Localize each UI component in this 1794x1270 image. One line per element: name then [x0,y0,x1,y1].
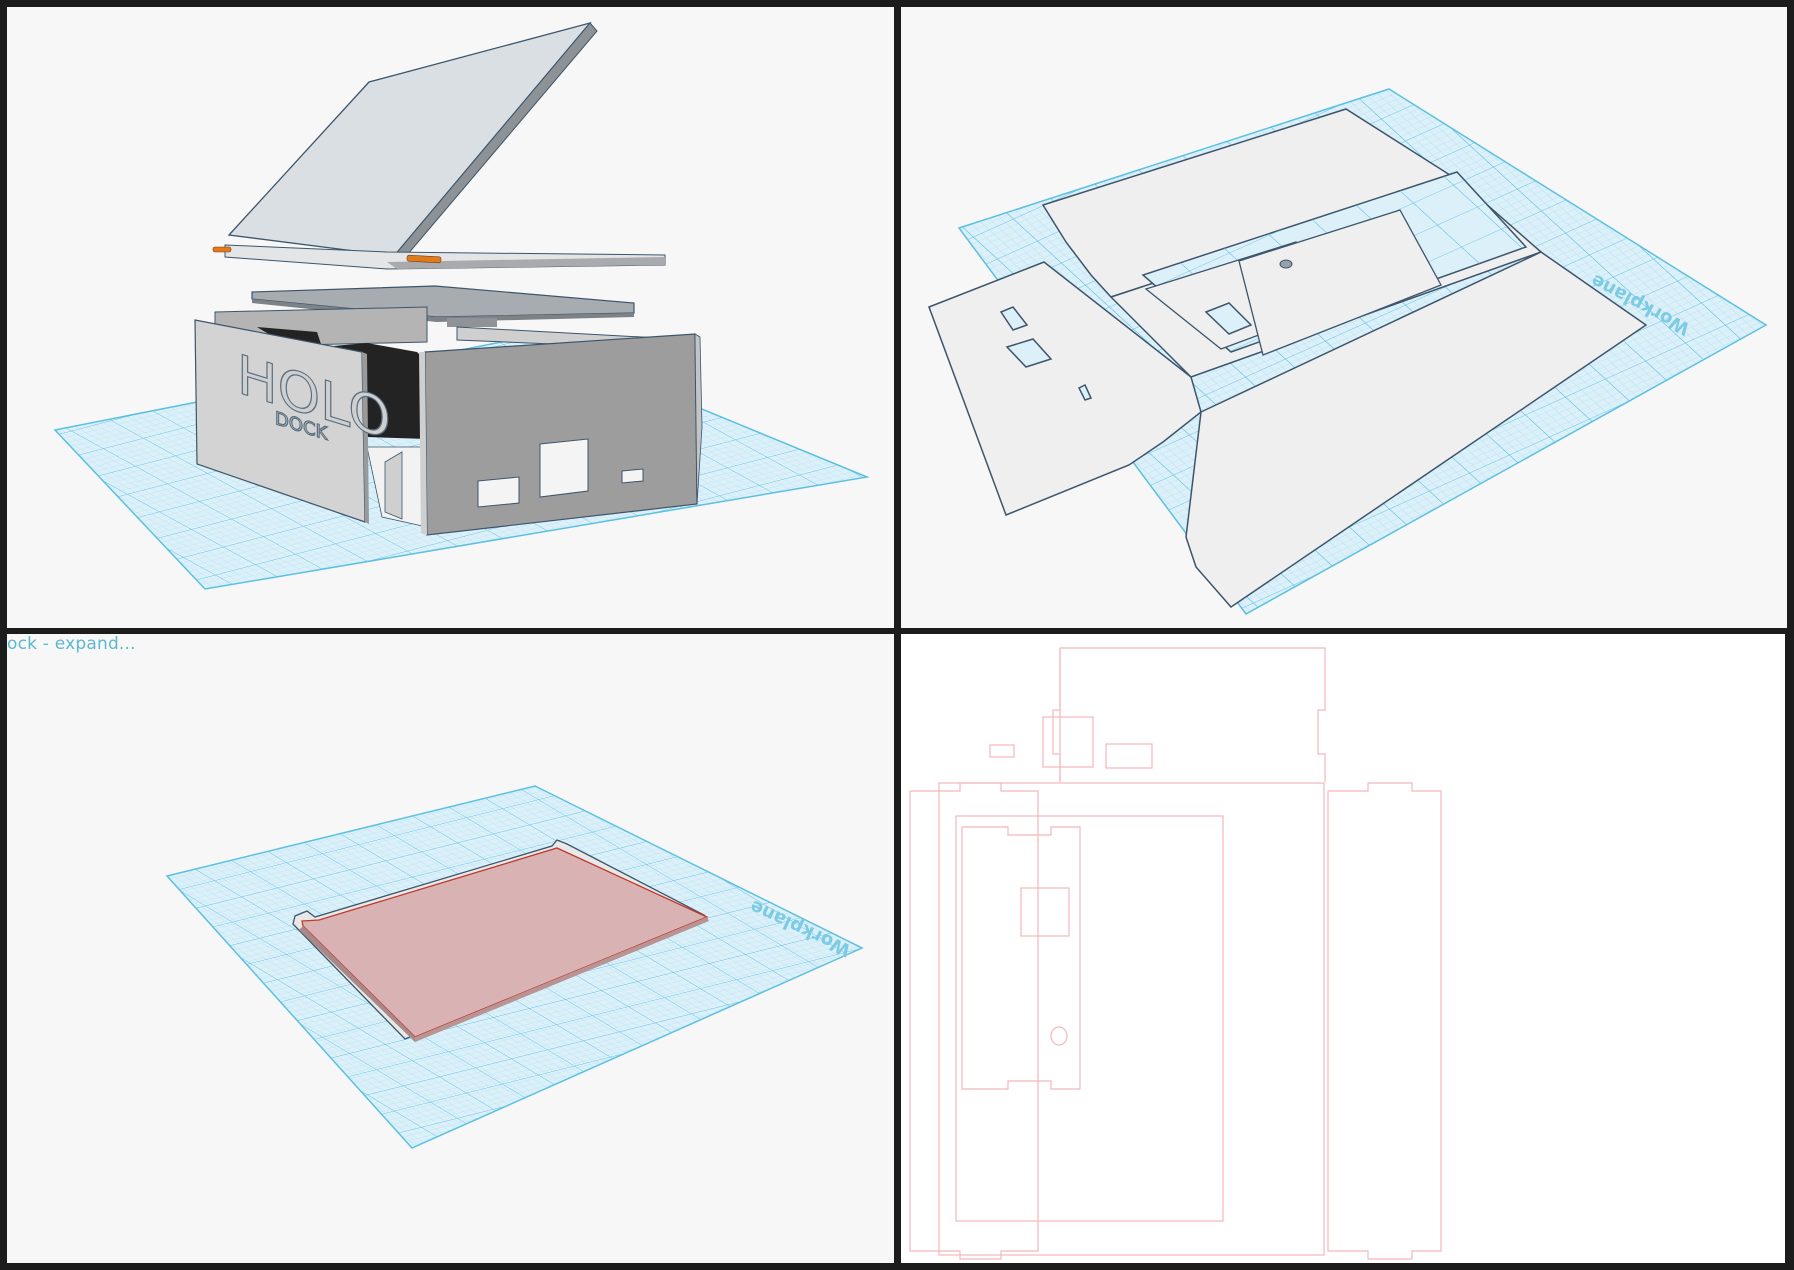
top-plate[interactable] [251,285,635,327]
hinge-pin-left [212,246,232,253]
hinge-pin-right [406,254,442,264]
outline-center-frame [938,782,1325,1256]
usb-port-cutout [477,476,520,508]
design-title-label[interactable]: ock - expand... [7,634,136,654]
flat-center-frame[interactable] [1109,171,1543,378]
internal-battery-component [257,327,428,528]
flat-layout-3d-view[interactable]: Workplane [901,7,1787,628]
flat-left-panel[interactable] [928,261,1202,516]
viewport-canvas[interactable]: Workplane [901,7,1787,628]
outline-top-panel [989,647,1326,782]
power-port-cutout [539,438,589,498]
outline-canvas[interactable] [901,634,1785,1263]
outline-left-panel [909,782,1039,1260]
laser-cut-2d-outline[interactable] [901,634,1785,1263]
viewport-canvas[interactable]: HOLO DOCK [7,7,894,628]
single-part-3d-view[interactable]: ock - expand... Workplane [7,634,894,1263]
outline-right-panel [1327,782,1442,1260]
front-panel[interactable] [419,333,703,536]
assembled-3d-view[interactable]: HOLO DOCK [7,7,894,628]
flat-right-panel[interactable] [1185,251,1648,608]
viewport-canvas[interactable]: Workplane [7,634,894,1263]
left-side-panel[interactable]: HOLO DOCK [194,319,391,524]
lid-panel[interactable] [212,21,666,270]
small-port-cutout [621,468,644,484]
selected-base-plate[interactable] [292,839,709,1042]
